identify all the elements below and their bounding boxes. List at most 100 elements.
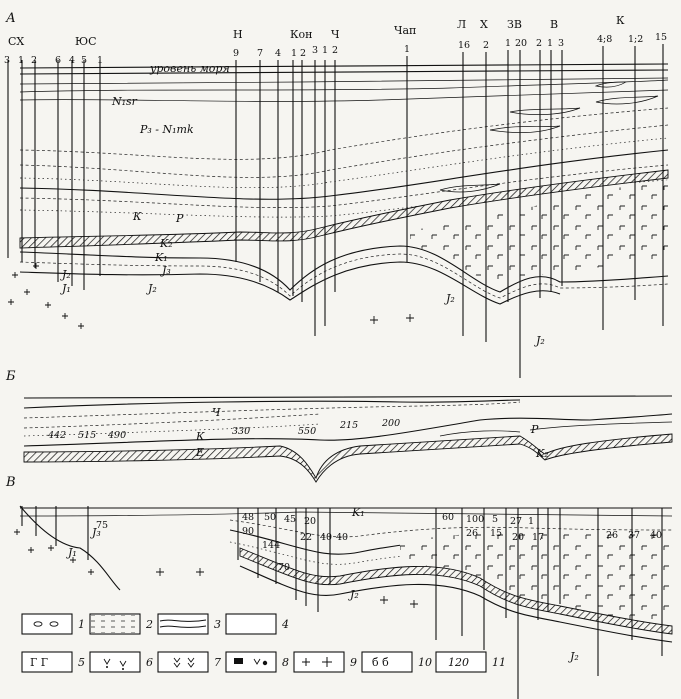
value: 90: [242, 526, 254, 537]
legend-label: 11: [492, 656, 506, 669]
formation-label: P: [175, 212, 184, 225]
well-number: 20: [515, 38, 527, 49]
thickness-value: 330: [232, 426, 250, 437]
legend-item-11: 120 11: [435, 651, 506, 673]
legend-item-9: 9: [293, 651, 357, 673]
well-number: 1: [505, 38, 511, 49]
area-label: Ч: [331, 28, 340, 41]
legend-box-text: Г Г: [30, 656, 48, 669]
legend-item-2: 2: [89, 613, 153, 635]
basement-a: [4, 262, 414, 329]
hatched-band-c: [239, 547, 673, 635]
well-number: 2: [483, 40, 489, 51]
value: 40: [320, 532, 332, 543]
well-number: 1: [547, 38, 553, 49]
legend-item-8: 8: [225, 651, 289, 673]
legend-box-text: б б: [372, 656, 389, 669]
formation-label: J₁: [60, 282, 71, 295]
section-b: Б Ч К Е Р K₂ 442 515 490 330 550 215 200: [5, 369, 673, 483]
thickness-value: 490: [107, 430, 126, 441]
value: 60: [442, 512, 454, 523]
well-number: 3: [312, 45, 318, 56]
thickness-value: 200: [381, 418, 400, 429]
well-number: 2: [31, 55, 37, 66]
unit-label: К: [195, 430, 205, 443]
value: 27: [510, 516, 522, 527]
value: 45: [284, 514, 296, 525]
legend-item-5: Г Г 5: [21, 651, 85, 673]
value: 20: [304, 516, 316, 527]
well-number: 1: [404, 44, 410, 55]
legend-box-text: 120: [448, 656, 469, 669]
value: 144: [262, 540, 280, 551]
formation-label: J₃: [160, 264, 171, 277]
well-number: 9: [233, 48, 239, 59]
unit-label: Ч: [212, 406, 221, 419]
legend-label: 7: [214, 656, 221, 669]
formation-label: N₁sr: [111, 95, 138, 108]
formation-label: J₂: [444, 292, 455, 305]
well-number: 7: [257, 48, 263, 59]
basement-c: [14, 529, 418, 608]
formation-label: K₁: [351, 506, 365, 519]
hatched-band-b: [23, 433, 673, 483]
section-c: В K₁ J₃ J₁ J₂ J₂ 75 48 50 45 20: [5, 475, 673, 699]
area-label: К: [616, 14, 625, 27]
legend-label: 2: [145, 618, 153, 631]
area-label: ЮС: [75, 35, 97, 48]
legend-item-10: б б 10: [361, 651, 432, 673]
legend-label: 10: [418, 656, 432, 669]
area-label: ЗВ: [507, 18, 522, 31]
legend-label: 5: [78, 656, 85, 669]
well-number: 16: [458, 40, 470, 51]
well-number: 3: [4, 55, 10, 66]
value: 5: [492, 514, 498, 525]
legend-label: 3: [214, 618, 221, 631]
value: 100: [466, 514, 484, 525]
formation-label: J₃: [90, 526, 101, 539]
unit-label: K₂: [535, 447, 549, 460]
sea-level-line: [19, 63, 669, 69]
basalt-zone-a: [410, 180, 668, 286]
legend-label: 9: [350, 656, 357, 669]
legend-label: 6: [146, 656, 153, 669]
well-number: 15: [655, 32, 667, 43]
value: 75: [96, 520, 108, 531]
value: 40: [336, 532, 348, 543]
sea-level-label: уровень моря: [149, 62, 230, 75]
thickness-value: 550: [298, 426, 316, 437]
value: 15: [490, 528, 502, 539]
panel-a-letter: А: [5, 11, 16, 26]
legend-item-3: 3: [157, 613, 221, 635]
values-c: 75 48 50 45 20 60 100 5 27 1 26 37 40 90…: [96, 512, 662, 573]
formation-label: J₂: [568, 650, 579, 663]
thickness-value: 515: [78, 430, 96, 441]
formation-label: J₂: [60, 268, 71, 281]
well-number: 1: [18, 55, 24, 66]
well-number: 2: [300, 48, 306, 59]
area-labels-a: СХ ЮС Н Кон Ч Чап Л Х ЗВ В К: [8, 14, 625, 48]
area-label: Н: [233, 28, 243, 41]
legend-item-4: 4: [225, 613, 289, 635]
value: 1: [528, 516, 534, 527]
value: 26: [606, 530, 618, 541]
legend-label: 4: [281, 618, 289, 631]
wells-a: [7, 44, 664, 378]
well-number: 1: [322, 45, 328, 56]
formation-label: J₂: [348, 588, 359, 601]
legend-item-1: 1: [21, 613, 85, 635]
formation-label: K₂: [159, 237, 173, 250]
formation-label: К: [132, 210, 142, 223]
value: 50: [264, 512, 276, 523]
formation-label: J₂: [146, 282, 157, 295]
area-label: Чап: [394, 24, 416, 37]
area-label: В: [550, 18, 558, 31]
well-number: 2: [536, 38, 542, 49]
formation-label: J₁: [66, 546, 77, 559]
basalt-zone-c: [400, 530, 672, 626]
area-label: Кон: [290, 28, 312, 41]
well-number: 3: [558, 38, 564, 49]
value: 26: [466, 528, 478, 539]
thickness-value: 215: [339, 420, 358, 431]
thickness-value: 442: [47, 430, 66, 441]
